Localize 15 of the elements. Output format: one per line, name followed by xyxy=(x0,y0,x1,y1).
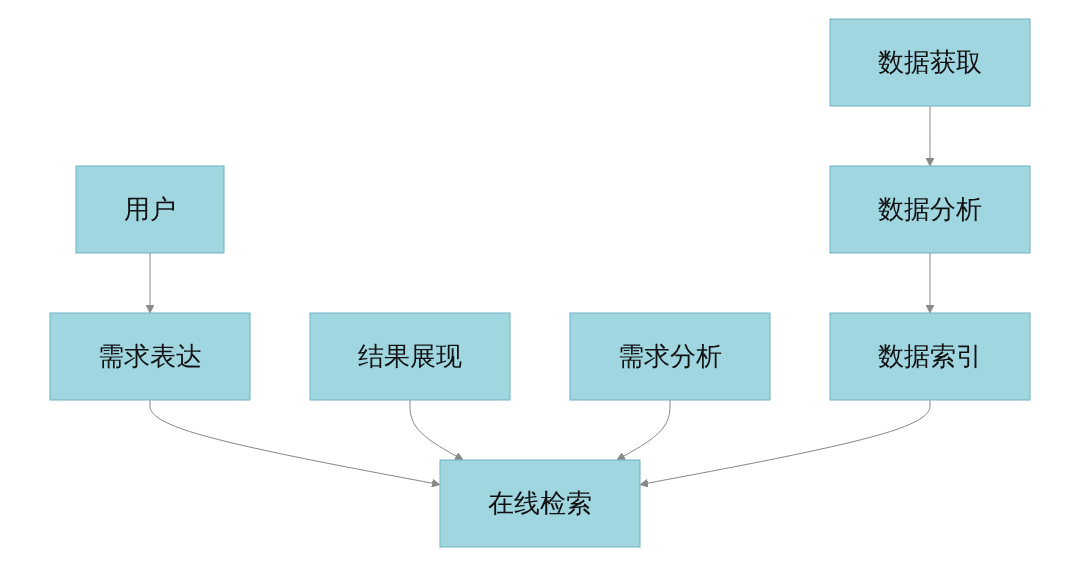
node-box: 用户 xyxy=(75,165,225,254)
node-box: 在线检索 xyxy=(439,459,641,548)
node-box: 数据获取 xyxy=(829,18,1031,107)
arrow xyxy=(145,252,155,314)
node-box: 数据索引 xyxy=(829,312,1031,401)
arrow xyxy=(616,399,671,461)
node-box: 需求表达 xyxy=(49,312,251,401)
arrow xyxy=(925,105,935,167)
node-box: 需求分析 xyxy=(569,312,771,401)
arrow xyxy=(639,399,931,488)
node-box: 数据分析 xyxy=(829,165,1031,254)
arrow xyxy=(925,252,935,314)
node-box: 结果展现 xyxy=(309,312,511,401)
arrow xyxy=(409,399,464,461)
arrow xyxy=(149,399,441,488)
